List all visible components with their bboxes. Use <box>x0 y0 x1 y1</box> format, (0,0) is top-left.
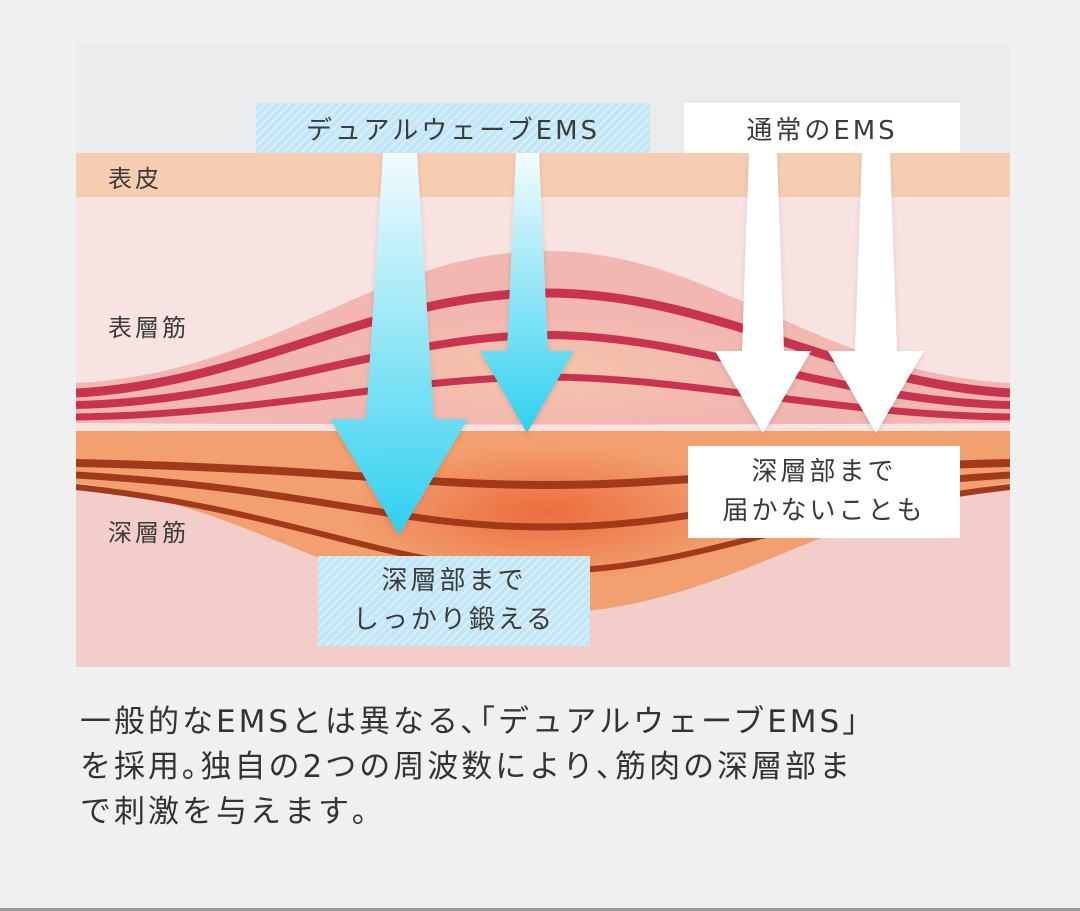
normal-result-line-2: 届かないことも <box>722 496 926 526</box>
layer-label-superficial-muscle: 表層筋 <box>108 314 189 342</box>
layer-label-deep-muscle: 深層筋 <box>108 519 189 547</box>
ems-depth-diagram: 表皮 表層筋 深層筋 デュアルウェーブEMS 通常のEMS 深層部まで しっかり… <box>76 43 1010 667</box>
gradient-down-arrow-icon <box>480 153 574 433</box>
dual-wave-result-line-2: しっかり鍛える <box>352 605 556 635</box>
normal-result-line-1: 深層部まで <box>751 457 897 487</box>
caption-line-2: を採用｡独自の2つの周波数により､筋肉の深層部ま <box>80 749 854 785</box>
gradient-down-arrow-icon <box>330 153 468 535</box>
description-caption: 一般的なEMSとは異なる､｢デュアルウェーブEMS｣ を採用｡独自の2つの周波数… <box>80 700 1010 835</box>
dual-wave-result-label: 深層部まで しっかり鍛える <box>318 556 590 646</box>
normal-ems-label: 通常のEMS <box>684 103 960 153</box>
dual-wave-result-line-1: 深層部まで <box>381 566 527 596</box>
caption-line-3: で刺激を与えます｡ <box>80 794 371 830</box>
layer-label-epidermis: 表皮 <box>108 165 162 193</box>
caption-line-1: 一般的なEMSとは異なる､｢デュアルウェーブEMS｣ <box>80 704 861 740</box>
white-down-arrow-icon <box>828 153 924 433</box>
normal-result-label: 深層部まで 届かないことも <box>688 446 960 538</box>
white-down-arrow-icon <box>715 153 811 433</box>
dual-wave-ems-label: デュアルウェーブEMS <box>256 103 650 153</box>
bottom-divider <box>0 908 1080 911</box>
epidermis-band <box>76 153 1010 197</box>
